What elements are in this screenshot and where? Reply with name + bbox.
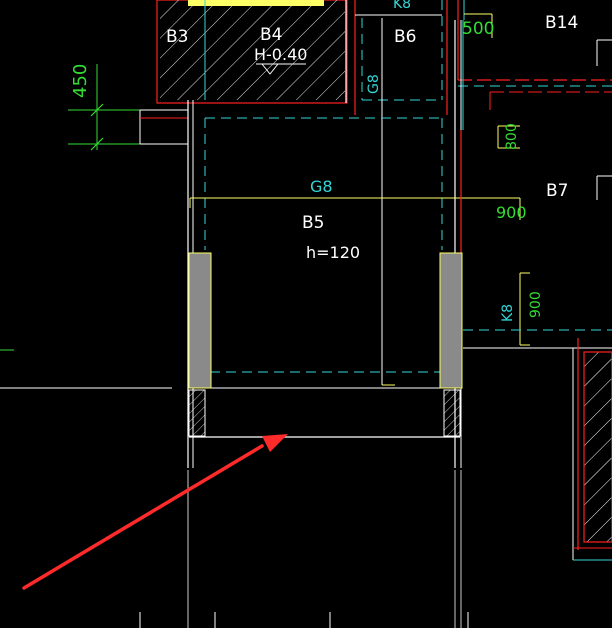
dimension-450 [68, 64, 140, 151]
label-k8-top: K8 [393, 0, 411, 12]
label-b4: B4 [260, 25, 282, 45]
label-h-120: h=120 [306, 243, 360, 262]
footing-right [443, 389, 461, 437]
right-wall-structure [462, 20, 612, 561]
dimension-800-bracket [497, 125, 520, 149]
elevation-marker [256, 63, 306, 75]
red-pointer-arrow-icon [22, 434, 288, 590]
column-right [439, 252, 463, 389]
column-left [188, 252, 212, 389]
label-b6: B6 [394, 27, 416, 47]
label-b3: B3 [166, 27, 188, 47]
wall-step-left [139, 109, 188, 145]
label-b14: B14 [545, 13, 578, 33]
label-k8-right: K8 [500, 304, 516, 322]
footing-left [188, 389, 206, 437]
label-dim-800: 800 [504, 123, 520, 150]
labels-group: B3 B4 H-0.40 B6 K8 500 B14 G8 450 800 G8… [70, 0, 578, 322]
label-dim-500: 500 [462, 19, 494, 39]
label-b5: B5 [302, 213, 324, 233]
label-b7: B7 [546, 181, 568, 201]
label-dim-900-top: 900 [496, 203, 527, 222]
room-b14-outline [457, 0, 612, 200]
label-dim-450: 450 [70, 64, 91, 98]
label-dim-900-right: 900 [528, 291, 544, 318]
dimension-900-right-bracket [519, 272, 530, 346]
hatched-room-b4 [156, 0, 348, 104]
label-h-value: H-0.40 [254, 45, 307, 64]
label-g8-vertical: G8 [366, 74, 382, 94]
room-b6-outline [354, 0, 448, 386]
lower-grid-lines [0, 349, 469, 628]
label-g8-horizontal: G8 [310, 177, 333, 196]
